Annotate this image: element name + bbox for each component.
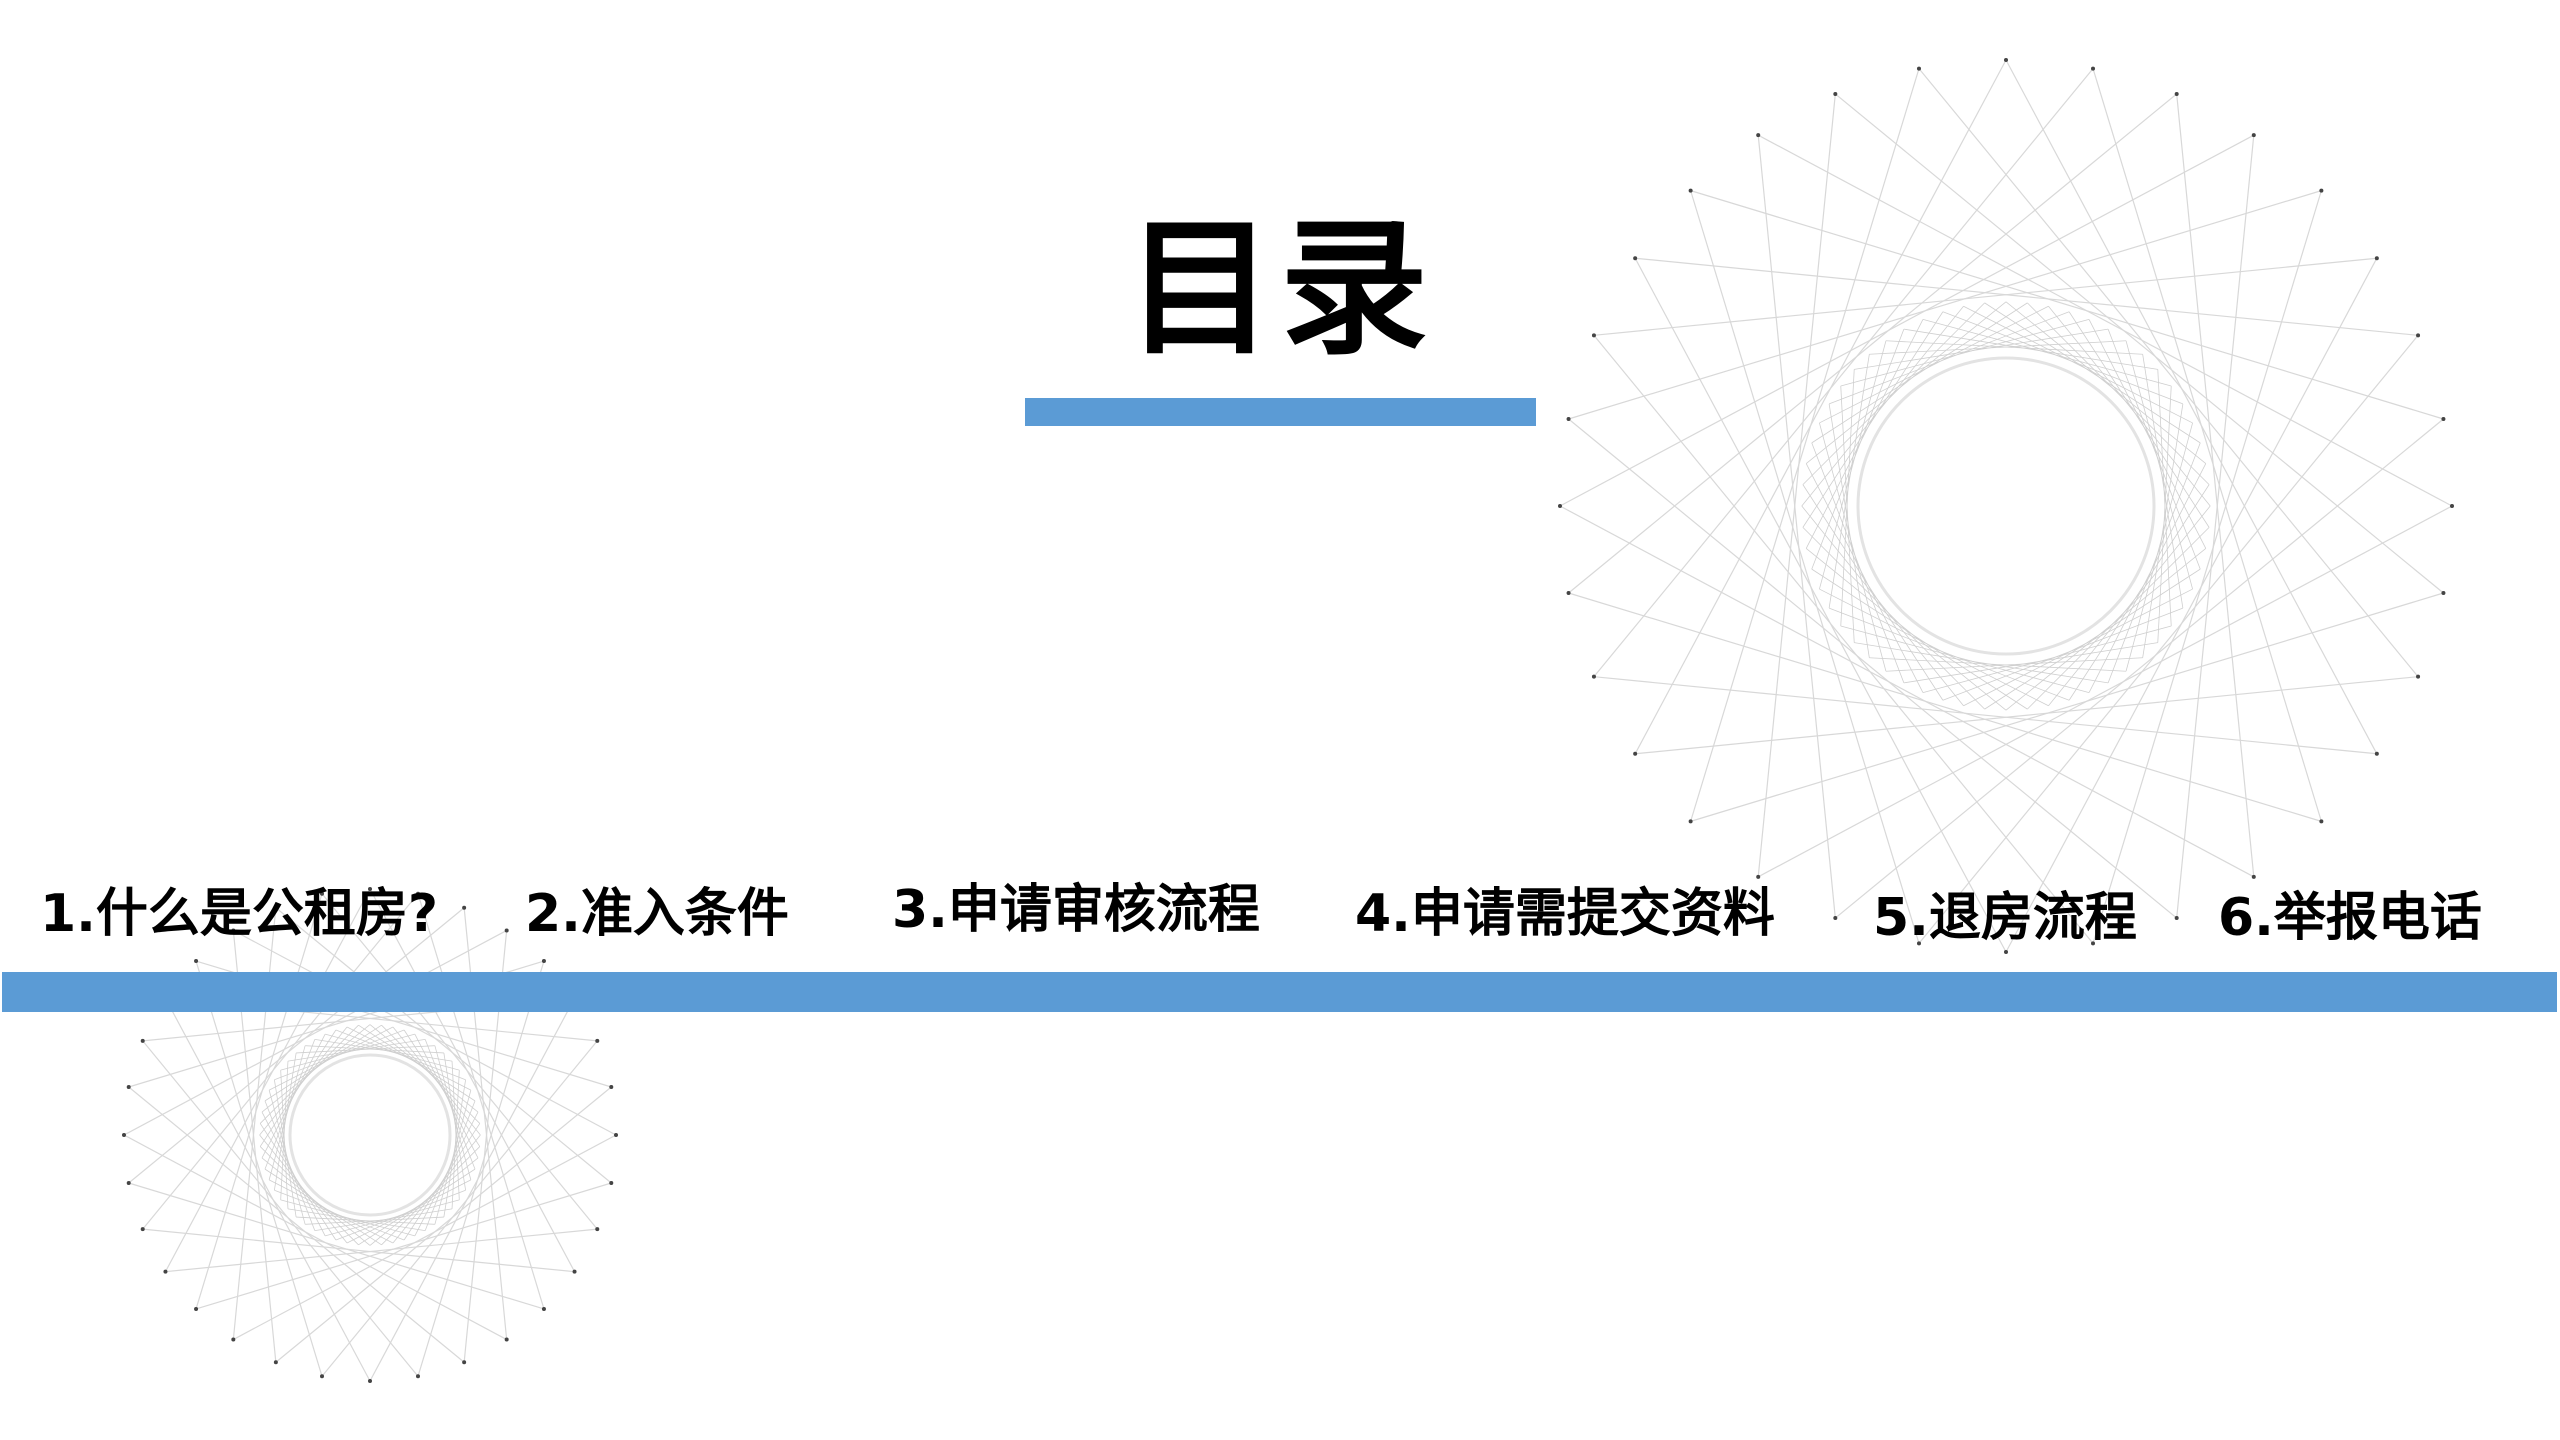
- menu-item-1[interactable]: 1.什么是公租房?: [40, 884, 439, 944]
- menu-item-2[interactable]: 2.准入条件: [525, 884, 789, 944]
- menu-item-4[interactable]: 4.申请需提交资料: [1355, 884, 1775, 944]
- menu-divider-bar: [2, 972, 2557, 1012]
- menu-item-6[interactable]: 6.举报电话: [2218, 888, 2482, 948]
- page-title: 目录: [1126, 203, 1434, 375]
- menu-item-3[interactable]: 3.申请审核流程: [892, 880, 1260, 940]
- decorative-line-art-circle-large: [1558, 58, 2454, 954]
- menu-item-5[interactable]: 5.退房流程: [1873, 888, 2137, 948]
- decorative-line-art-circle-small: [122, 887, 618, 1383]
- title-underline-bar: [1025, 398, 1536, 426]
